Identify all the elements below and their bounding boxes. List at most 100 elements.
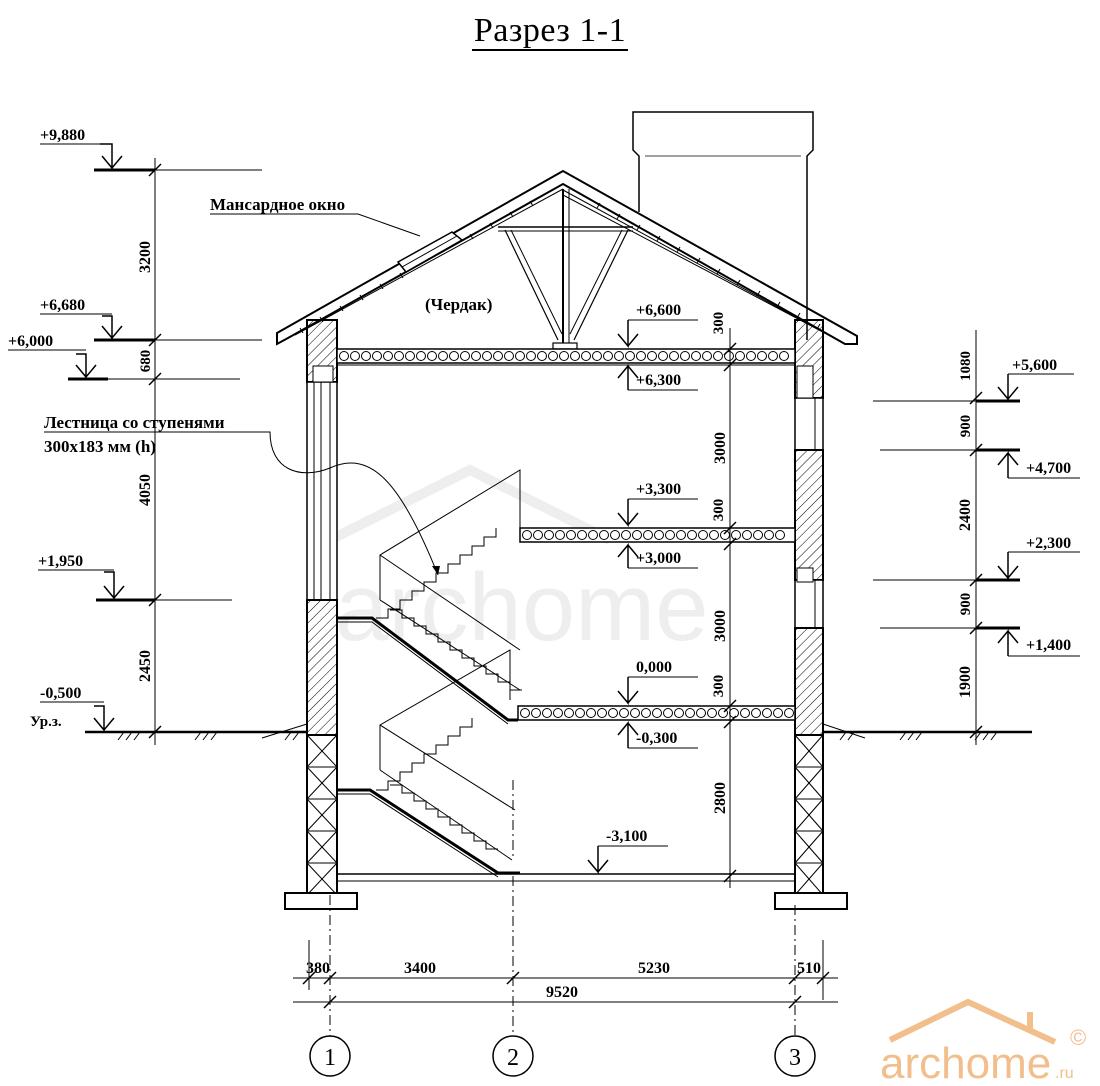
dimension-value: 4050 xyxy=(137,474,154,506)
background-watermark: archome xyxy=(327,464,709,661)
floor-mark-label: +3,000 xyxy=(636,550,681,567)
attic-label: (Чердак) xyxy=(425,295,492,314)
elevation-mark: +9,880 xyxy=(40,127,262,177)
dimension-value: 5230 xyxy=(638,960,670,977)
elevation-mark: +2,300 xyxy=(873,535,1080,582)
total-dimension: 9520 xyxy=(546,984,578,1001)
axis-lines xyxy=(308,780,824,1036)
slab-hole xyxy=(784,708,794,718)
basement-floor xyxy=(337,873,795,882)
slab-hole xyxy=(674,708,684,718)
dimension-value: 1080 xyxy=(958,351,974,381)
floor-mark: -3,100 xyxy=(587,828,668,875)
slab-hole xyxy=(471,351,481,361)
dimension-value: 300 xyxy=(711,499,727,522)
elevation-mark: +6,680 xyxy=(40,297,262,347)
slab-hole xyxy=(751,708,761,718)
slab-hole xyxy=(603,351,613,361)
right-windows xyxy=(796,365,816,628)
floor-mark: +3,000 xyxy=(617,542,698,569)
slab-hole xyxy=(621,530,631,540)
drawing-title-text: Разрез 1-1 xyxy=(471,12,629,51)
floor-mark: +6,600 xyxy=(617,302,698,349)
slab-hole xyxy=(493,351,503,361)
floor-mark-label: 0,000 xyxy=(636,659,672,676)
slab-hole xyxy=(515,351,525,361)
slab-hole xyxy=(588,530,598,540)
slab-hole xyxy=(592,351,602,361)
elevation-label: +9,880 xyxy=(40,127,85,144)
slab-hole xyxy=(531,708,541,718)
slab-hole xyxy=(643,530,653,540)
slab-hole xyxy=(669,351,679,361)
slab-hole xyxy=(610,530,620,540)
left-window xyxy=(312,365,334,600)
right-dimensions: 1080 900 2400 900 1900 xyxy=(957,351,974,698)
slab-second-floor xyxy=(519,527,796,543)
logo-suffix: .ru xyxy=(1055,1065,1074,1082)
slab-hole xyxy=(731,530,741,540)
elevation-label: +6,000 xyxy=(8,333,53,350)
drawing-title: Разрез 1-1 xyxy=(0,12,1100,51)
slab-hole xyxy=(773,708,783,718)
elevation-mark: +1,950 xyxy=(38,553,232,607)
dimension-value: 2800 xyxy=(712,782,729,814)
slab-hole xyxy=(768,351,778,361)
logo-text: archome xyxy=(880,1039,1051,1086)
axis-marker-1: 1 xyxy=(309,1035,351,1077)
roof-truss xyxy=(498,189,633,350)
axis-markers: 1 2 3 xyxy=(309,1035,816,1077)
slab-hole xyxy=(762,708,772,718)
slab-hole xyxy=(394,351,404,361)
slab-hole xyxy=(735,351,745,361)
dimension-value: 2450 xyxy=(137,650,154,682)
elevation-label: +2,300 xyxy=(1026,535,1071,552)
floor-mark-label: +6,300 xyxy=(636,372,681,389)
archome-logo: archome .ru © xyxy=(880,998,1086,1086)
slab-first-floor xyxy=(517,705,796,721)
slab-hole xyxy=(522,530,532,540)
slab-hole xyxy=(614,351,624,361)
floor-mark: +3,300 xyxy=(617,481,698,528)
floor-level-marks: +6,600 +6,300 +3,300 +3,000 0,000 -0,300 xyxy=(587,302,698,875)
slab-hole xyxy=(630,708,640,718)
slab-hole xyxy=(636,351,646,361)
slab-hole xyxy=(553,708,563,718)
floor-mark-label: +3,300 xyxy=(636,481,681,498)
slab-hole xyxy=(372,351,382,361)
slab-hole xyxy=(559,351,569,361)
elevation-label: +6,680 xyxy=(40,297,85,314)
dormer-label-text: Мансардное окно xyxy=(210,195,345,214)
ground-line xyxy=(85,723,1032,741)
roof xyxy=(276,169,858,346)
slab-hole xyxy=(405,351,415,361)
elevation-mark: +5,600 xyxy=(873,357,1074,403)
bottom-dimensions xyxy=(293,971,838,1009)
dimension-value: 900 xyxy=(958,415,974,438)
slab-hole xyxy=(564,708,574,718)
axis-marker-2: 2 xyxy=(492,1035,534,1077)
slab-hole xyxy=(663,708,673,718)
dimension-value: 1900 xyxy=(957,666,974,698)
right-wall xyxy=(774,319,848,910)
dimension-value: 3000 xyxy=(712,432,729,464)
slab-hole xyxy=(548,351,558,361)
elevation-mark: +4,700 xyxy=(880,448,1080,479)
slab-hole xyxy=(566,530,576,540)
slab-hole xyxy=(641,708,651,718)
slab-hole xyxy=(577,530,587,540)
axis-label: 2 xyxy=(507,1045,519,1071)
dimension-value: 380 xyxy=(306,960,330,977)
slab-hole xyxy=(707,708,717,718)
elevation-mark: +1,400 xyxy=(880,626,1080,657)
slab-hole xyxy=(775,530,785,540)
slab-hole xyxy=(537,351,547,361)
slab-hole xyxy=(665,530,675,540)
axis-marker-3: 3 xyxy=(774,1035,816,1077)
slab-hole xyxy=(652,708,662,718)
dimension-value: 2400 xyxy=(957,499,974,531)
ground-label: Ур.з. xyxy=(30,714,62,730)
slab-hole xyxy=(427,351,437,361)
dimension-value: 900 xyxy=(958,593,974,616)
slab-hole xyxy=(555,530,565,540)
